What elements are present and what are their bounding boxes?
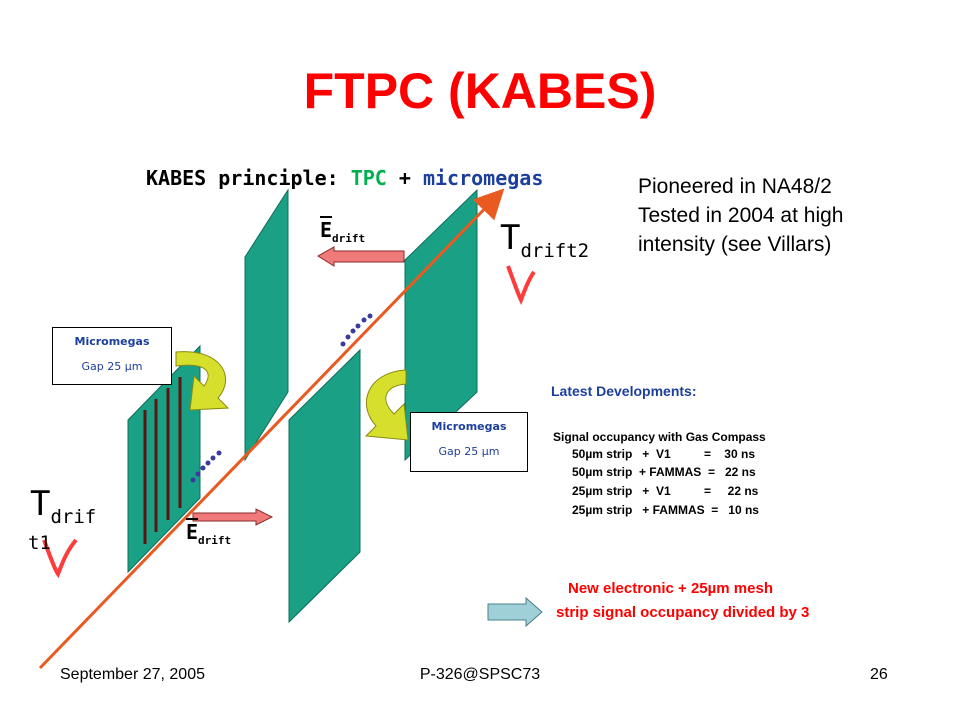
drift-panel-back-right	[404, 188, 478, 462]
new-electronic-note: New electronic + 25µm mesh	[568, 580, 773, 597]
micromegas-gap: Gap 25 µm	[438, 445, 500, 458]
ionization-dots-upper	[340, 313, 373, 347]
t-symbol: T	[500, 218, 521, 258]
tdrift2-curve	[506, 265, 536, 305]
micromegas-label: Micromegas	[74, 335, 150, 348]
occupancy-arrow	[487, 596, 543, 628]
occupancy-row: 25µm strip + V1 = 22 ns	[572, 484, 759, 498]
particle-track	[38, 188, 505, 670]
occupancy-row: 50µm strip + FAMMAS = 22 ns	[572, 465, 756, 479]
e-drift-label-lower: Edrift	[186, 520, 231, 547]
slide-title: FTPC (KABES)	[303, 63, 657, 119]
pioneer-line: Tested in 2004 at high	[638, 204, 844, 227]
micromegas-box-left: Micromegas Gap 25 µm	[52, 327, 172, 385]
e-sub: drift	[332, 232, 366, 245]
occupancy-divided-note: strip signal occupancy divided by 3	[556, 604, 810, 621]
t-drift1-tail: t1	[28, 532, 51, 554]
drift-panel-back-left	[244, 188, 289, 462]
curve-arrow-right	[364, 369, 409, 441]
e-sub: drift	[198, 534, 232, 547]
latest-developments-heading: Latest Developments:	[551, 383, 697, 399]
pioneer-line: Pioneered in NA48/2	[638, 175, 832, 198]
t-sub: drift2	[520, 239, 590, 262]
t-sub: drif	[50, 505, 97, 528]
e-drift-arrow-lower	[192, 508, 274, 526]
principle-micromegas: micromegas	[422, 166, 544, 190]
curve-arrow-left	[175, 351, 230, 411]
micromegas-box-right: Micromegas Gap 25 µm	[410, 412, 528, 472]
ionization-dots-lower	[190, 450, 222, 483]
e-drift-arrow-upper	[317, 246, 405, 267]
tdrift1-curve	[42, 538, 78, 579]
occupancy-row: 50µm strip + V1 = 30 ns	[572, 447, 755, 461]
pioneer-text: Pioneered in NA48/2 Tested in 2004 at hi…	[638, 172, 844, 259]
t-symbol: T	[30, 484, 51, 524]
footer-page-number: 26	[870, 666, 888, 683]
principle-tpc: TPC	[350, 166, 387, 190]
principle-prefix: KABES principle:	[146, 166, 351, 190]
micromegas-label: Micromegas	[431, 420, 507, 433]
footer-center: P-326@SPSC73	[419, 666, 541, 683]
e-drift-label-upper: Edrift	[320, 218, 365, 245]
e-symbol: E	[186, 520, 199, 544]
micromegas-gap: Gap 25 µm	[81, 360, 143, 373]
footer-date: September 27, 2005	[60, 666, 205, 683]
occupancy-heading: Signal occupancy with Gas Compass	[553, 430, 766, 444]
principle-line: KABES principle: TPC + micromegas	[146, 166, 543, 190]
e-symbol: E	[320, 218, 333, 242]
t-drift1-label: Tdrif	[30, 484, 96, 528]
readout-strips	[143, 377, 182, 544]
t-drift2-label: Tdrift2	[500, 218, 589, 262]
principle-plus: +	[386, 166, 423, 190]
pioneer-line: intensity (see Villars)	[638, 233, 832, 256]
occupancy-row: 25µm strip + FAMMAS = 10 ns	[572, 503, 759, 517]
drift-panel-front-right	[288, 348, 361, 624]
